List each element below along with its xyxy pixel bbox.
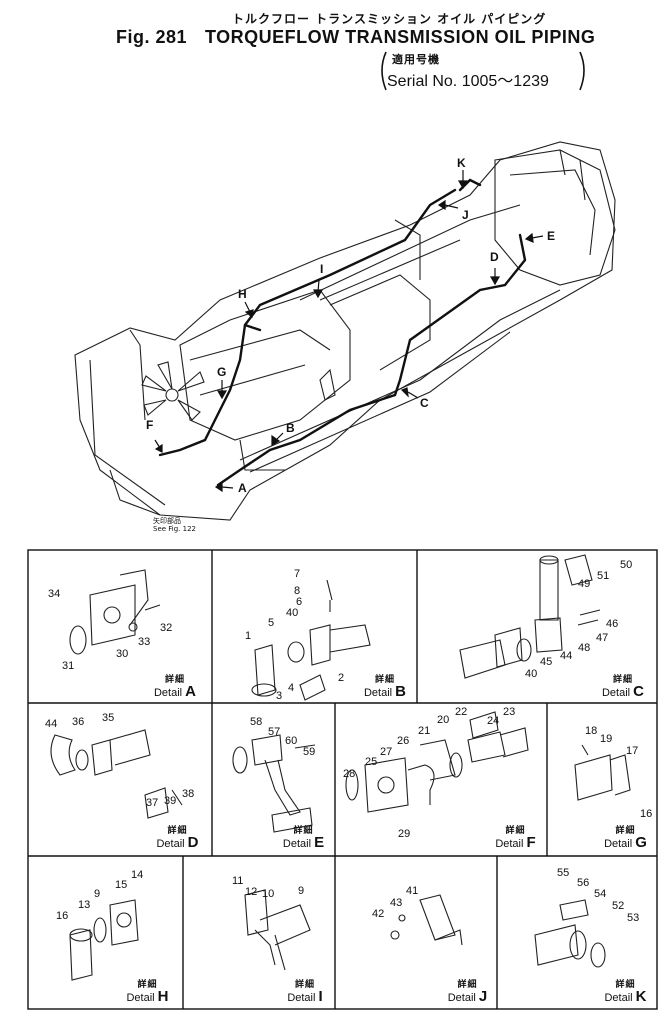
part-number: 59 — [303, 746, 316, 758]
part-number: 16 — [640, 808, 653, 820]
detail-label-b: 詳細 Detail B — [363, 675, 407, 700]
part-number: 15 — [115, 879, 128, 891]
part-number: 1 — [245, 630, 252, 642]
part-number: 7 — [294, 568, 301, 580]
part-number: 38 — [182, 788, 195, 800]
part-number: 46 — [606, 618, 619, 630]
part-number: 6 — [296, 596, 303, 608]
part-number: 2 — [338, 672, 345, 684]
part-number: 50 — [620, 559, 633, 571]
part-number: 10 — [262, 888, 275, 900]
part-number: 58 — [250, 716, 263, 728]
part-number: 57 — [268, 726, 281, 738]
callout-e: E — [547, 229, 556, 243]
reference-japanese: 矢印部品 — [153, 517, 181, 525]
part-number: 29 — [398, 828, 411, 840]
part-number: 26 — [397, 735, 410, 747]
part-number: 56 — [577, 877, 590, 889]
part-number: 48 — [578, 642, 591, 654]
detail-label-g: 詳細 Detail G — [604, 826, 647, 851]
part-number: 23 — [503, 706, 516, 718]
detail-label-c: 詳細 Detail C — [601, 675, 645, 700]
callout-k: K — [457, 156, 466, 170]
callout-j: J — [462, 208, 469, 222]
part-number: 25 — [365, 756, 378, 768]
part-number: 31 — [62, 660, 75, 672]
detail-label-e: 詳細 Detail E — [282, 826, 325, 851]
callout-h: H — [238, 287, 247, 301]
part-number: 53 — [627, 912, 640, 924]
part-number: 39 — [164, 795, 177, 807]
part-number: 5 — [268, 617, 275, 629]
callout-a: A — [238, 481, 247, 495]
japanese-title: トルクフロー トランスミッション オイル パイピング — [232, 12, 547, 26]
part-number: 24 — [487, 715, 500, 727]
part-number: 3 — [276, 690, 283, 702]
part-number: 42 — [372, 908, 385, 920]
part-number: 30 — [116, 648, 129, 660]
part-number: 21 — [418, 725, 431, 737]
part-number: 33 — [138, 636, 151, 648]
part-number: 55 — [557, 867, 570, 879]
part-number: 9 — [94, 888, 101, 900]
part-number: 41 — [406, 885, 419, 897]
detail-label-d: 詳細 Detail D — [156, 826, 199, 851]
part-number: 12 — [245, 886, 258, 898]
page-title: TORQUEFLOW TRANSMISSION OIL PIPING — [205, 27, 596, 47]
part-number: 20 — [437, 714, 450, 726]
part-number: 13 — [78, 899, 91, 911]
callout-c: C — [420, 396, 429, 410]
part-number: 44 — [560, 650, 573, 662]
callout-b: B — [286, 421, 295, 435]
part-number: 36 — [72, 716, 85, 728]
part-number: 35 — [102, 712, 115, 724]
detail-label-h: 詳細 Detail H — [126, 980, 169, 1005]
callout-d: D — [490, 250, 499, 264]
part-number: 40 — [286, 607, 299, 619]
part-number: 40 — [525, 668, 538, 680]
part-number: 4 — [288, 682, 295, 694]
part-number: 47 — [596, 632, 609, 644]
part-number: 19 — [600, 733, 613, 745]
part-number: 9 — [298, 885, 305, 897]
detail-label-f: 詳細 Detail F — [495, 826, 536, 851]
part-number: 17 — [626, 745, 639, 757]
part-number: 14 — [131, 869, 144, 881]
part-number: 11 — [232, 875, 244, 887]
part-number: 22 — [455, 706, 468, 718]
part-number: 27 — [380, 746, 393, 758]
detail-label-i: 詳細 Detail I — [287, 980, 323, 1005]
detail-label-a: 詳細 Detail A — [153, 675, 197, 700]
reference-figure: See Fig. 122 — [153, 525, 196, 533]
part-number: 45 — [540, 656, 553, 668]
part-number: 37 — [146, 797, 159, 809]
part-number: 32 — [160, 622, 173, 634]
part-number: 16 — [56, 910, 69, 922]
callout-g: G — [217, 365, 227, 379]
part-number: 44 — [45, 718, 58, 730]
part-number: 28 — [343, 768, 356, 780]
detail-label-j: 詳細 Detail J — [447, 980, 488, 1005]
figure-number: Fig. 281 — [116, 27, 188, 47]
part-number: 52 — [612, 900, 625, 912]
part-number: 51 — [597, 570, 610, 582]
part-number: 43 — [390, 897, 403, 909]
serial-range: Serial No. 1005～1239 — [387, 73, 549, 90]
applicable-japanese: 適用号機 — [392, 53, 440, 66]
detail-label-k: 詳細 Detail K — [604, 980, 647, 1005]
part-number: 8 — [294, 585, 301, 597]
part-number: 49 — [578, 578, 591, 590]
callout-i: I — [320, 262, 324, 276]
part-number: 54 — [594, 888, 607, 900]
part-number: 60 — [285, 735, 298, 747]
part-number: 34 — [48, 588, 61, 600]
callout-f: F — [146, 418, 154, 432]
part-number: 18 — [585, 725, 598, 737]
